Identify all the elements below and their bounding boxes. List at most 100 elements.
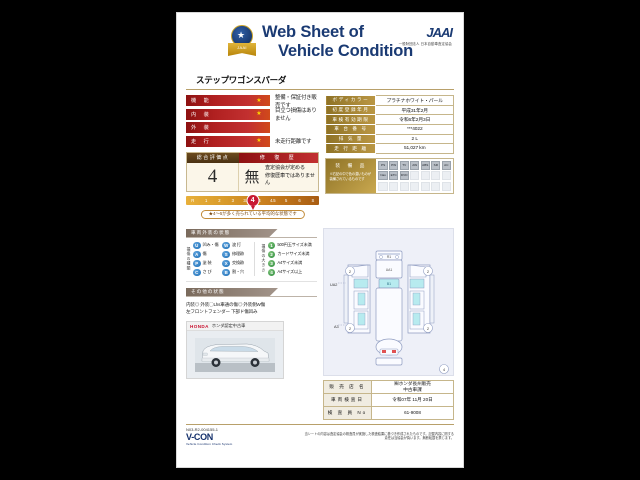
- legend-code-icon: U: [193, 241, 201, 249]
- spec-value: ***4022: [375, 124, 454, 135]
- star-row-stars: ★: [248, 108, 270, 120]
- equipment-cell: [441, 171, 451, 181]
- legend-code-icon: X: [222, 259, 230, 267]
- legend-label: さ び: [202, 269, 212, 275]
- equipment-cell: [410, 181, 420, 191]
- equipment-cell: [441, 181, 451, 191]
- top-columns: 機 能★整備・保証付き販売です内 装★目立つ損傷はありません外 装走 行★未走行…: [186, 94, 454, 219]
- legend-code-icon: P: [193, 259, 201, 267]
- footer-note: 当シートの内容は査定協会の検査員が実施した検査結果に基づき作成されたものです。記…: [304, 431, 455, 440]
- jaai-logo-subtitle: 一般財団法人 日本自動車査定協会: [398, 42, 452, 46]
- legend-label: 割・穴: [231, 269, 244, 275]
- legend-label: 凹み・傷: [202, 242, 219, 248]
- equipment-header-subtitle: ※右記の中で色の濃いものが装備されているものです: [329, 172, 371, 182]
- dealer-value: 令和07年 11月 20日: [371, 392, 454, 407]
- svg-text:4: 4: [443, 367, 446, 372]
- emblem-ribbon-text: JAAI: [237, 45, 247, 50]
- legend-code-icon: B: [222, 268, 230, 276]
- spec-key: ボディカラー: [325, 95, 377, 106]
- dealer-row: 販 売 店 名㈱ホンダ長州販売中古車課: [323, 379, 454, 394]
- equipment-cell: [399, 181, 409, 191]
- legend-code-icon: C: [193, 268, 201, 276]
- equipment-cell: [431, 181, 441, 191]
- diagram-label: UA2: [330, 282, 338, 287]
- other-condition-text: 内装◎ 外装◯Lhs車通の傷◎ 外装側W傷左フロントフェンダー 下部ド傷凹み: [186, 302, 266, 314]
- star-row-comment: [270, 122, 319, 133]
- dealer-row: 車両検査日令和07年 11月 20日: [323, 392, 454, 407]
- equipment-cell: [431, 171, 441, 181]
- legend-code-icon: S: [222, 250, 230, 258]
- title-line-1: Web Sheet of: [262, 23, 364, 41]
- jaai-emblem-icon: ★ JAAI: [228, 25, 256, 59]
- repair-history-mark: 無: [244, 170, 260, 186]
- other-condition-band: その他の状態: [186, 288, 317, 297]
- star-rating-row: 走 行★未走行距離です: [186, 135, 319, 147]
- score-scale-caption: ★4～5が多く売られている平均的な状態です: [200, 209, 305, 219]
- vehicle-model-name: ステップワゴンスパーダ: [196, 75, 287, 85]
- vehicle-photo-illustration: [195, 338, 275, 372]
- equipment-cell: ETC: [388, 171, 399, 181]
- diagram-label: A3: [334, 324, 339, 329]
- dealer-key: 販 売 店 名: [323, 379, 372, 394]
- spec-key: 初度登録年月: [325, 104, 377, 116]
- equipment-cell: [420, 181, 430, 191]
- sheet-header: ★ JAAI Web Sheet of Vehicle Condition JA…: [186, 21, 454, 73]
- star-row-comment: 目立つ損傷はありません: [275, 108, 317, 122]
- star-row-comment: 未走行距離です: [275, 139, 312, 145]
- overall-score-value: 4: [187, 162, 239, 191]
- vehicle-photo: HONDA ホンダ認定中古車: [186, 321, 284, 379]
- overall-evaluation-box: 総合評価点 修 復 歴 4 無 査定協会が定める修復歴車ではありません: [186, 151, 320, 192]
- spec-row: ボディカラープラチナホワイト・パール: [325, 95, 454, 106]
- equipment-cell: Nav: [378, 171, 388, 181]
- evaluation-score-header: 総合評価点: [187, 152, 239, 163]
- header-divider: [186, 89, 454, 90]
- page-title: Web Sheet of Vehicle Condition: [262, 23, 413, 61]
- star-rating-row: 機 能★整備・保証付き販売です: [186, 94, 319, 109]
- specification-table: ボディカラープラチナホワイト・パール初度登録年月平成31年2月車検有効期限令和6…: [325, 95, 454, 155]
- vehicle-damage-diagram: 2 2 2 2 R1 UA1 B1: [323, 227, 454, 376]
- legend-label: 交換跡: [231, 260, 244, 266]
- legend-code-icon: A: [193, 250, 201, 258]
- equipment-cell: PS: [378, 161, 388, 171]
- exterior-condition-title: 車両外装の状態: [191, 229, 231, 235]
- star-row-label: 外 装: [186, 122, 248, 133]
- dealer-key: 検 査 員 No: [323, 405, 372, 420]
- legend-label: A4サイズ以上: [277, 269, 302, 275]
- exterior-condition-band: 車両外装の状態: [186, 228, 317, 238]
- score-scale-segment: 4.5: [270, 197, 276, 203]
- jaai-logo: JAAI 一般財団法人 日本自動車査定協会: [398, 25, 453, 46]
- equipment-cell: [388, 181, 399, 191]
- equipment-cell: PW: [388, 161, 399, 171]
- legend-label: 修理跡: [231, 251, 244, 257]
- condition-right-column: 2 2 2 2 R1 UA1 B1: [323, 223, 454, 420]
- score-scale-segment: 3: [231, 197, 234, 203]
- photo-caption-label: ホンダ認定中古車: [211, 323, 246, 328]
- spec-value: 令和6年2月3日: [375, 114, 454, 126]
- legend-code-icon: 1: [267, 241, 276, 249]
- equipment-cell: [378, 181, 388, 191]
- svg-text:2: 2: [427, 326, 430, 331]
- equipment-header-title: 装 備 品: [335, 164, 368, 170]
- legend-code-icon: 3: [267, 259, 276, 267]
- legend-label: 傷: [202, 251, 207, 257]
- star-row-comment: 整備・保証付き販売です: [275, 94, 317, 109]
- equipment-cell: ABS: [420, 161, 430, 171]
- equipment-cell: AC: [441, 161, 451, 171]
- right-column: ボディカラープラチナホワイト・パール初度登録年月平成31年2月車検有効期限令和6…: [325, 95, 454, 218]
- legend-label: A4サイズ未満: [277, 260, 302, 266]
- score-scale-segment: 1: [204, 197, 208, 203]
